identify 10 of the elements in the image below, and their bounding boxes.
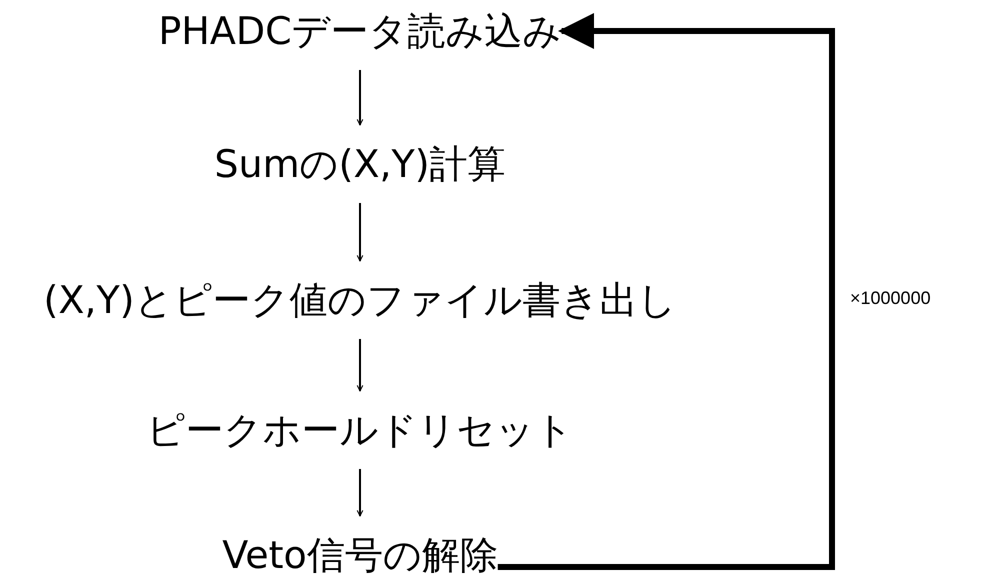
step-text: (X,Y)とピーク値のファイル書き出し	[44, 261, 676, 339]
arrow	[356, 70, 364, 126]
arrow	[356, 203, 364, 262]
step-text: Sumの(X,Y)計算	[214, 125, 506, 203]
arrow	[498, 13, 835, 570]
step-text: ピークホールドリセット	[146, 391, 574, 469]
arrow	[356, 469, 364, 516]
arrow	[356, 339, 364, 392]
step-text: PHADCデータ読み込み	[158, 0, 562, 70]
step-text: Veto信号の解除	[222, 516, 498, 580]
